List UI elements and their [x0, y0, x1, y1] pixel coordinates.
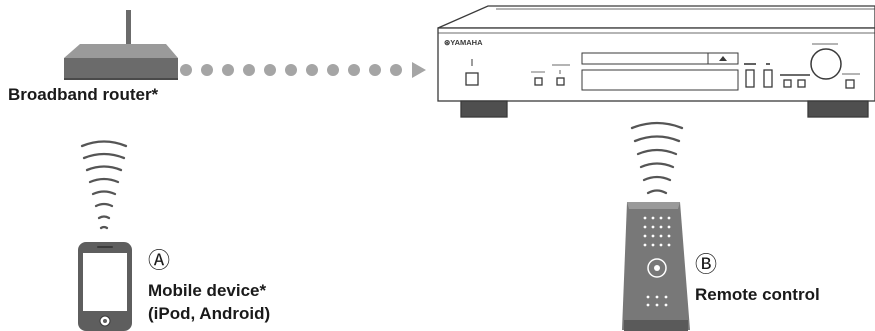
ir-waves-icon	[630, 121, 684, 195]
brand-logo: ⊛YAMAHA	[444, 38, 483, 47]
marker-a: Ⓐ	[148, 249, 171, 274]
wifi-waves-icon	[80, 140, 128, 230]
dotted-arrow-icon	[180, 62, 426, 78]
mobile-label-line2: (iPod, Android)	[148, 304, 271, 323]
marker-b: Ⓑ	[695, 253, 718, 278]
cd-player-icon	[437, 5, 875, 118]
router-icon	[64, 10, 178, 80]
remote-control-icon	[622, 202, 690, 331]
remote-label: Remote control	[695, 285, 820, 304]
router-label: Broadband router*	[8, 85, 159, 104]
mobile-label-line1: Mobile device*	[148, 281, 267, 300]
smartphone-icon	[78, 242, 132, 331]
